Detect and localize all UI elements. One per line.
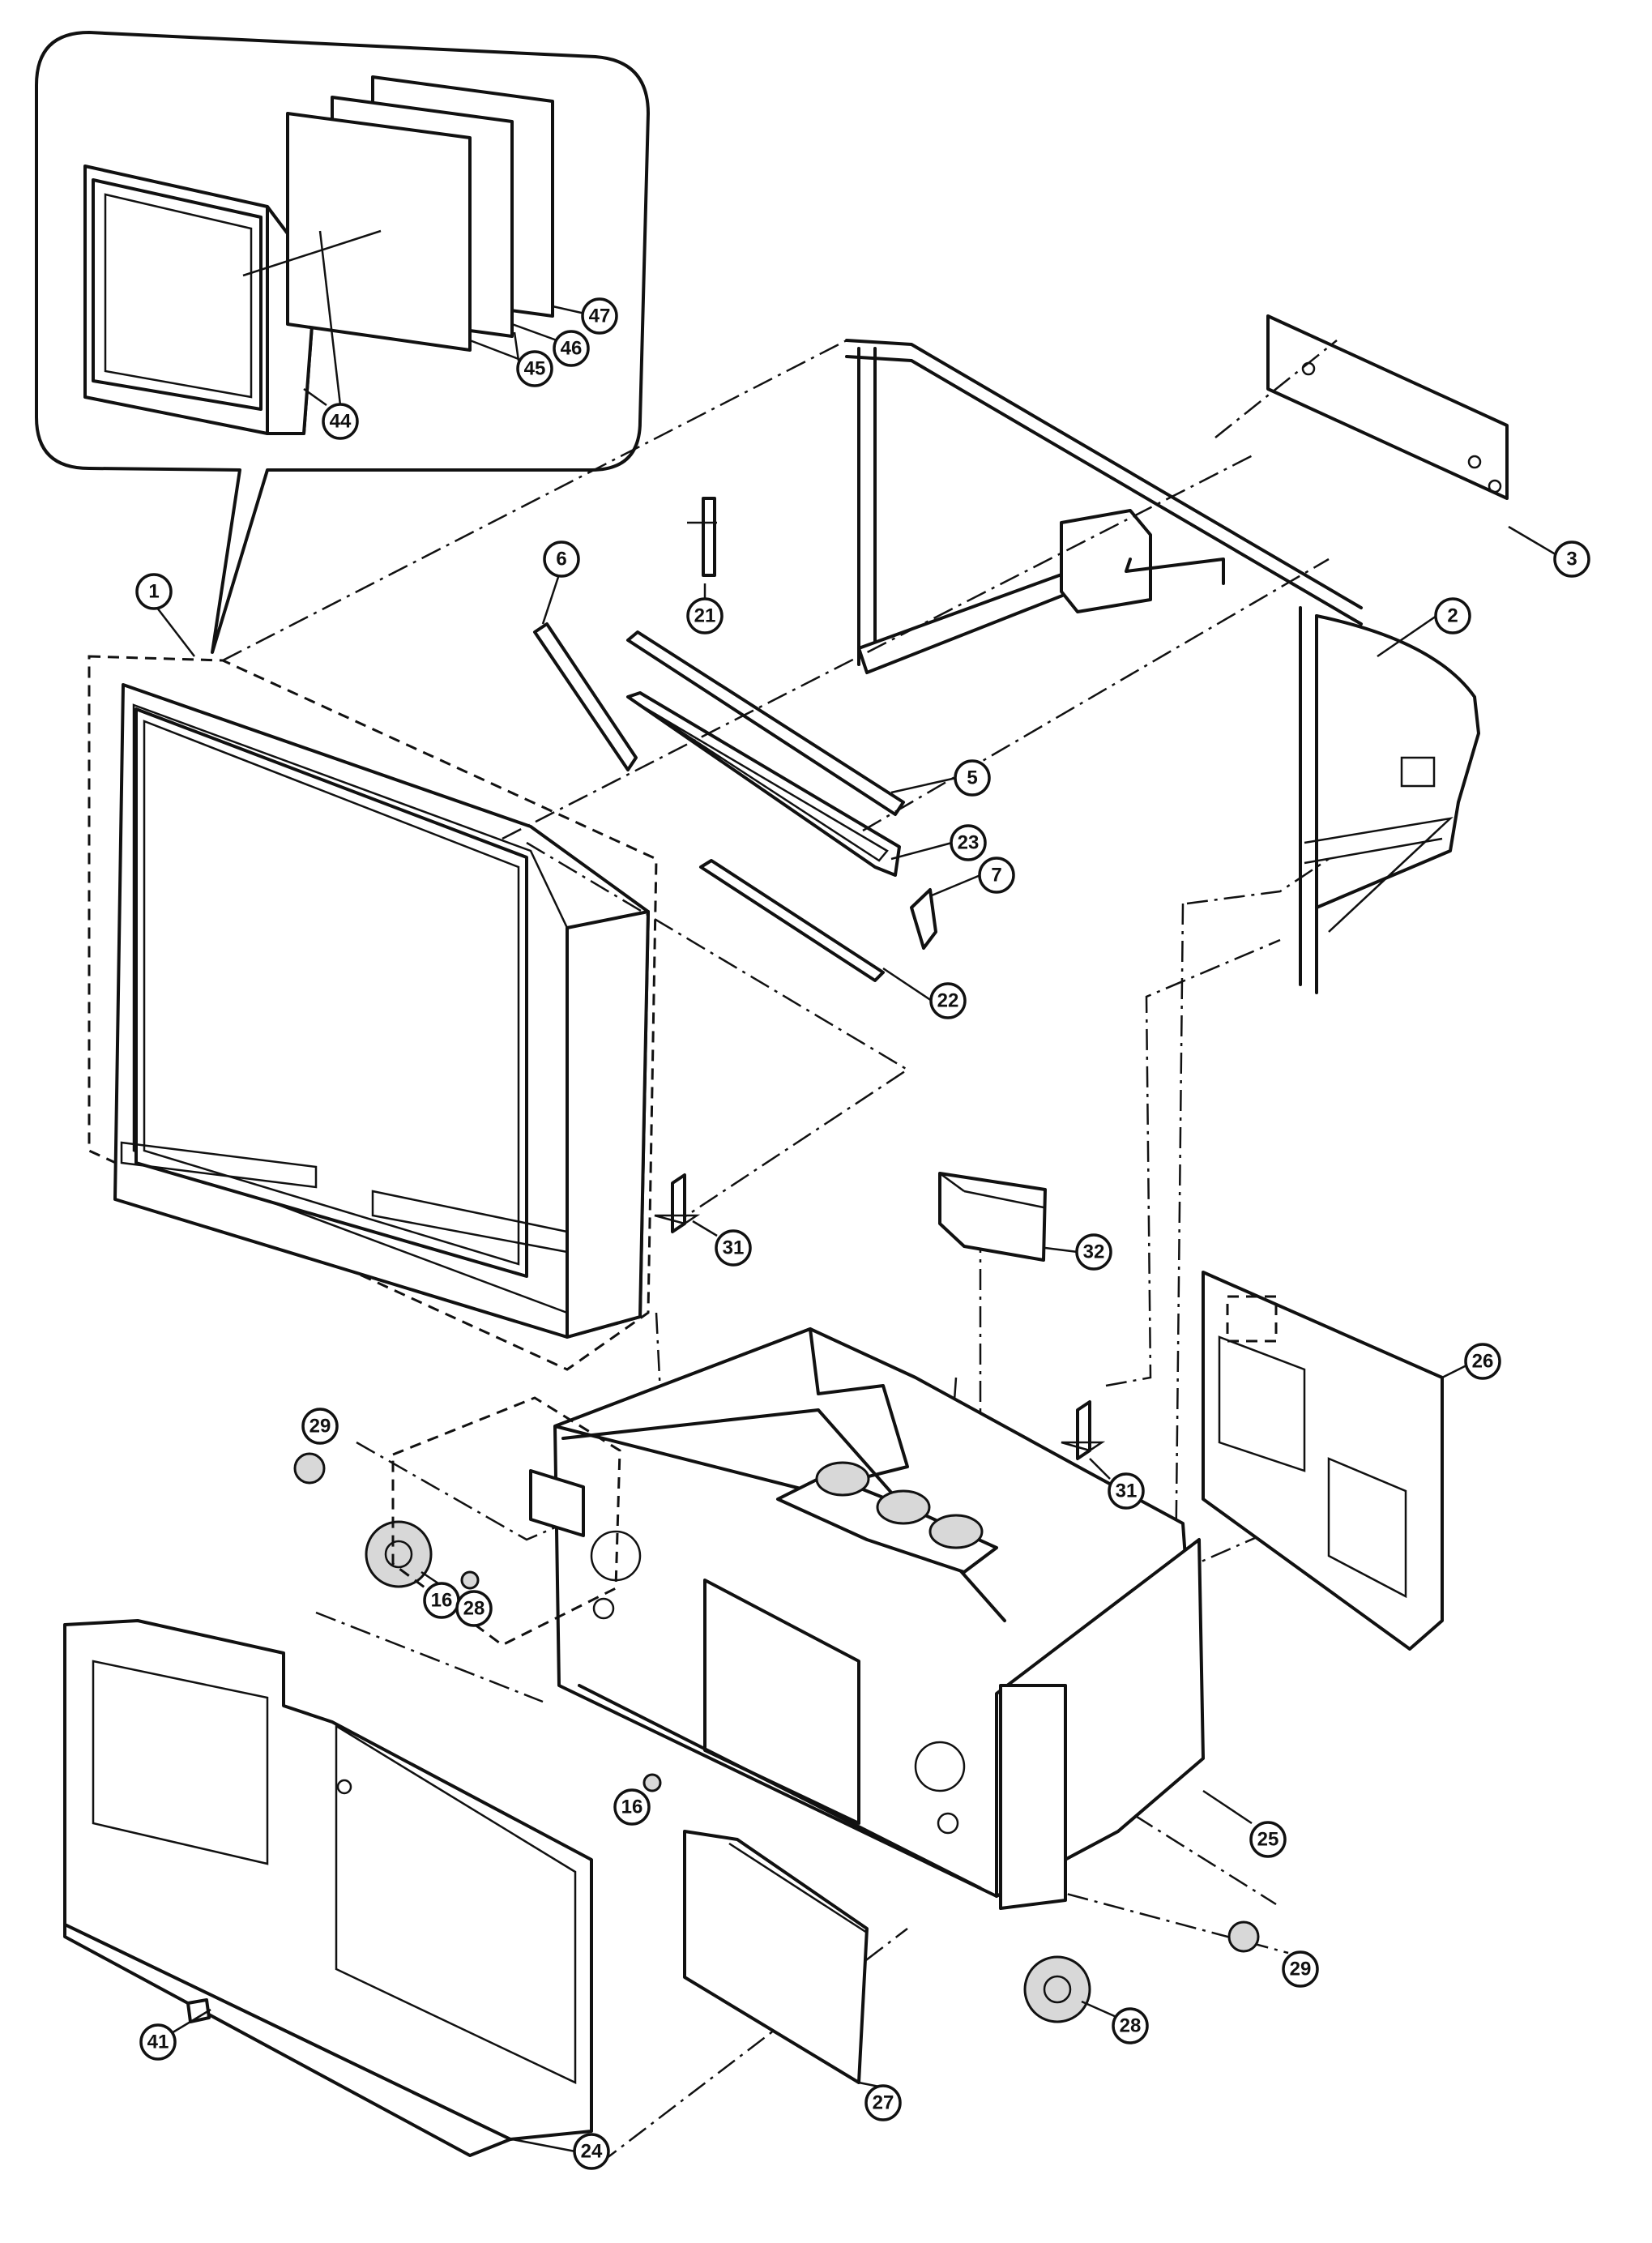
svg-text:1: 1 bbox=[148, 581, 159, 603]
svg-text:16: 16 bbox=[431, 1590, 453, 1612]
callout-29-upper: 29 bbox=[301, 1408, 339, 1445]
callout-24: 24 bbox=[573, 2133, 610, 2170]
svg-text:25: 25 bbox=[1257, 1829, 1279, 1851]
callout-7: 7 bbox=[978, 857, 1015, 894]
clip-7 bbox=[910, 888, 937, 950]
box-32 bbox=[938, 1172, 1047, 1262]
svg-text:3: 3 bbox=[1566, 549, 1577, 570]
callout-47: 47 bbox=[581, 297, 618, 335]
svg-text:7: 7 bbox=[991, 865, 1001, 887]
callout-28-lower: 28 bbox=[1112, 2007, 1149, 2044]
callout-5: 5 bbox=[954, 759, 991, 797]
callout-29-lower: 29 bbox=[1282, 1950, 1319, 1988]
tweeter-29-upper bbox=[293, 1452, 326, 1485]
inset-front-cabinet bbox=[83, 164, 318, 435]
inset-screen-detail bbox=[35, 31, 650, 654]
svg-text:6: 6 bbox=[556, 549, 566, 570]
callout-45: 45 bbox=[516, 350, 553, 387]
strip-6 bbox=[533, 622, 638, 771]
callout-28-upper: 28 bbox=[455, 1590, 493, 1627]
callout-32: 32 bbox=[1075, 1233, 1112, 1271]
svg-text:21: 21 bbox=[694, 605, 716, 627]
callout-21: 21 bbox=[686, 597, 724, 634]
svg-text:29: 29 bbox=[309, 1416, 331, 1438]
callout-31-right: 31 bbox=[1108, 1472, 1145, 1510]
switch-block-16 bbox=[391, 1396, 662, 1792]
speaker-28-lower bbox=[1023, 1955, 1091, 2023]
board-27 bbox=[683, 1830, 869, 2084]
tweeter-29-lower bbox=[1227, 1920, 1260, 1953]
front-cabinet-1 bbox=[88, 655, 658, 1371]
svg-text:47: 47 bbox=[589, 305, 611, 327]
svg-text:31: 31 bbox=[723, 1237, 745, 1259]
svg-text:2: 2 bbox=[1447, 605, 1458, 627]
rear-panel-26 bbox=[1202, 1271, 1444, 1651]
svg-text:5: 5 bbox=[967, 767, 977, 789]
grille-button-41 bbox=[186, 1998, 211, 2023]
svg-text:27: 27 bbox=[873, 2092, 894, 2114]
callout-16-left: 16 bbox=[423, 1582, 460, 1619]
svg-text:45: 45 bbox=[524, 358, 546, 380]
callout-22: 22 bbox=[929, 982, 967, 1019]
svg-text:24: 24 bbox=[581, 2141, 603, 2163]
svg-text:32: 32 bbox=[1083, 1241, 1105, 1263]
top-frame-assembly bbox=[845, 339, 1480, 994]
callout-27: 27 bbox=[864, 2084, 902, 2121]
callout-41: 41 bbox=[139, 2023, 177, 2061]
callout-31-left: 31 bbox=[715, 1229, 752, 1267]
svg-text:23: 23 bbox=[958, 832, 980, 854]
svg-text:31: 31 bbox=[1116, 1480, 1138, 1502]
svg-text:16: 16 bbox=[621, 1797, 643, 1818]
callout-1: 1 bbox=[135, 573, 173, 610]
svg-text:28: 28 bbox=[463, 1598, 485, 1620]
svg-text:41: 41 bbox=[147, 2032, 169, 2053]
svg-text:22: 22 bbox=[937, 990, 959, 1012]
callout-3: 3 bbox=[1553, 540, 1590, 578]
svg-text:46: 46 bbox=[561, 338, 583, 360]
svg-text:28: 28 bbox=[1120, 2015, 1142, 2037]
speaker-28-upper bbox=[365, 1520, 433, 1588]
svg-text:44: 44 bbox=[330, 411, 352, 433]
callout-44: 44 bbox=[322, 403, 359, 440]
bracket-21 bbox=[702, 497, 716, 577]
callout-25: 25 bbox=[1249, 1821, 1287, 1858]
callout-6: 6 bbox=[543, 540, 580, 578]
rail-5 bbox=[626, 630, 905, 816]
callout-26: 26 bbox=[1464, 1343, 1501, 1380]
front-grille-24 bbox=[63, 1619, 593, 2157]
callout-16-right: 16 bbox=[613, 1788, 651, 1826]
strip-22 bbox=[699, 859, 885, 982]
callout-46: 46 bbox=[553, 330, 590, 367]
rear-top-plate bbox=[1266, 314, 1509, 500]
callout-2: 2 bbox=[1434, 597, 1471, 634]
base-cabinet-25 bbox=[553, 1327, 1205, 1910]
svg-text:26: 26 bbox=[1472, 1351, 1494, 1373]
callout-23: 23 bbox=[950, 824, 987, 861]
svg-text:29: 29 bbox=[1290, 1959, 1312, 1980]
